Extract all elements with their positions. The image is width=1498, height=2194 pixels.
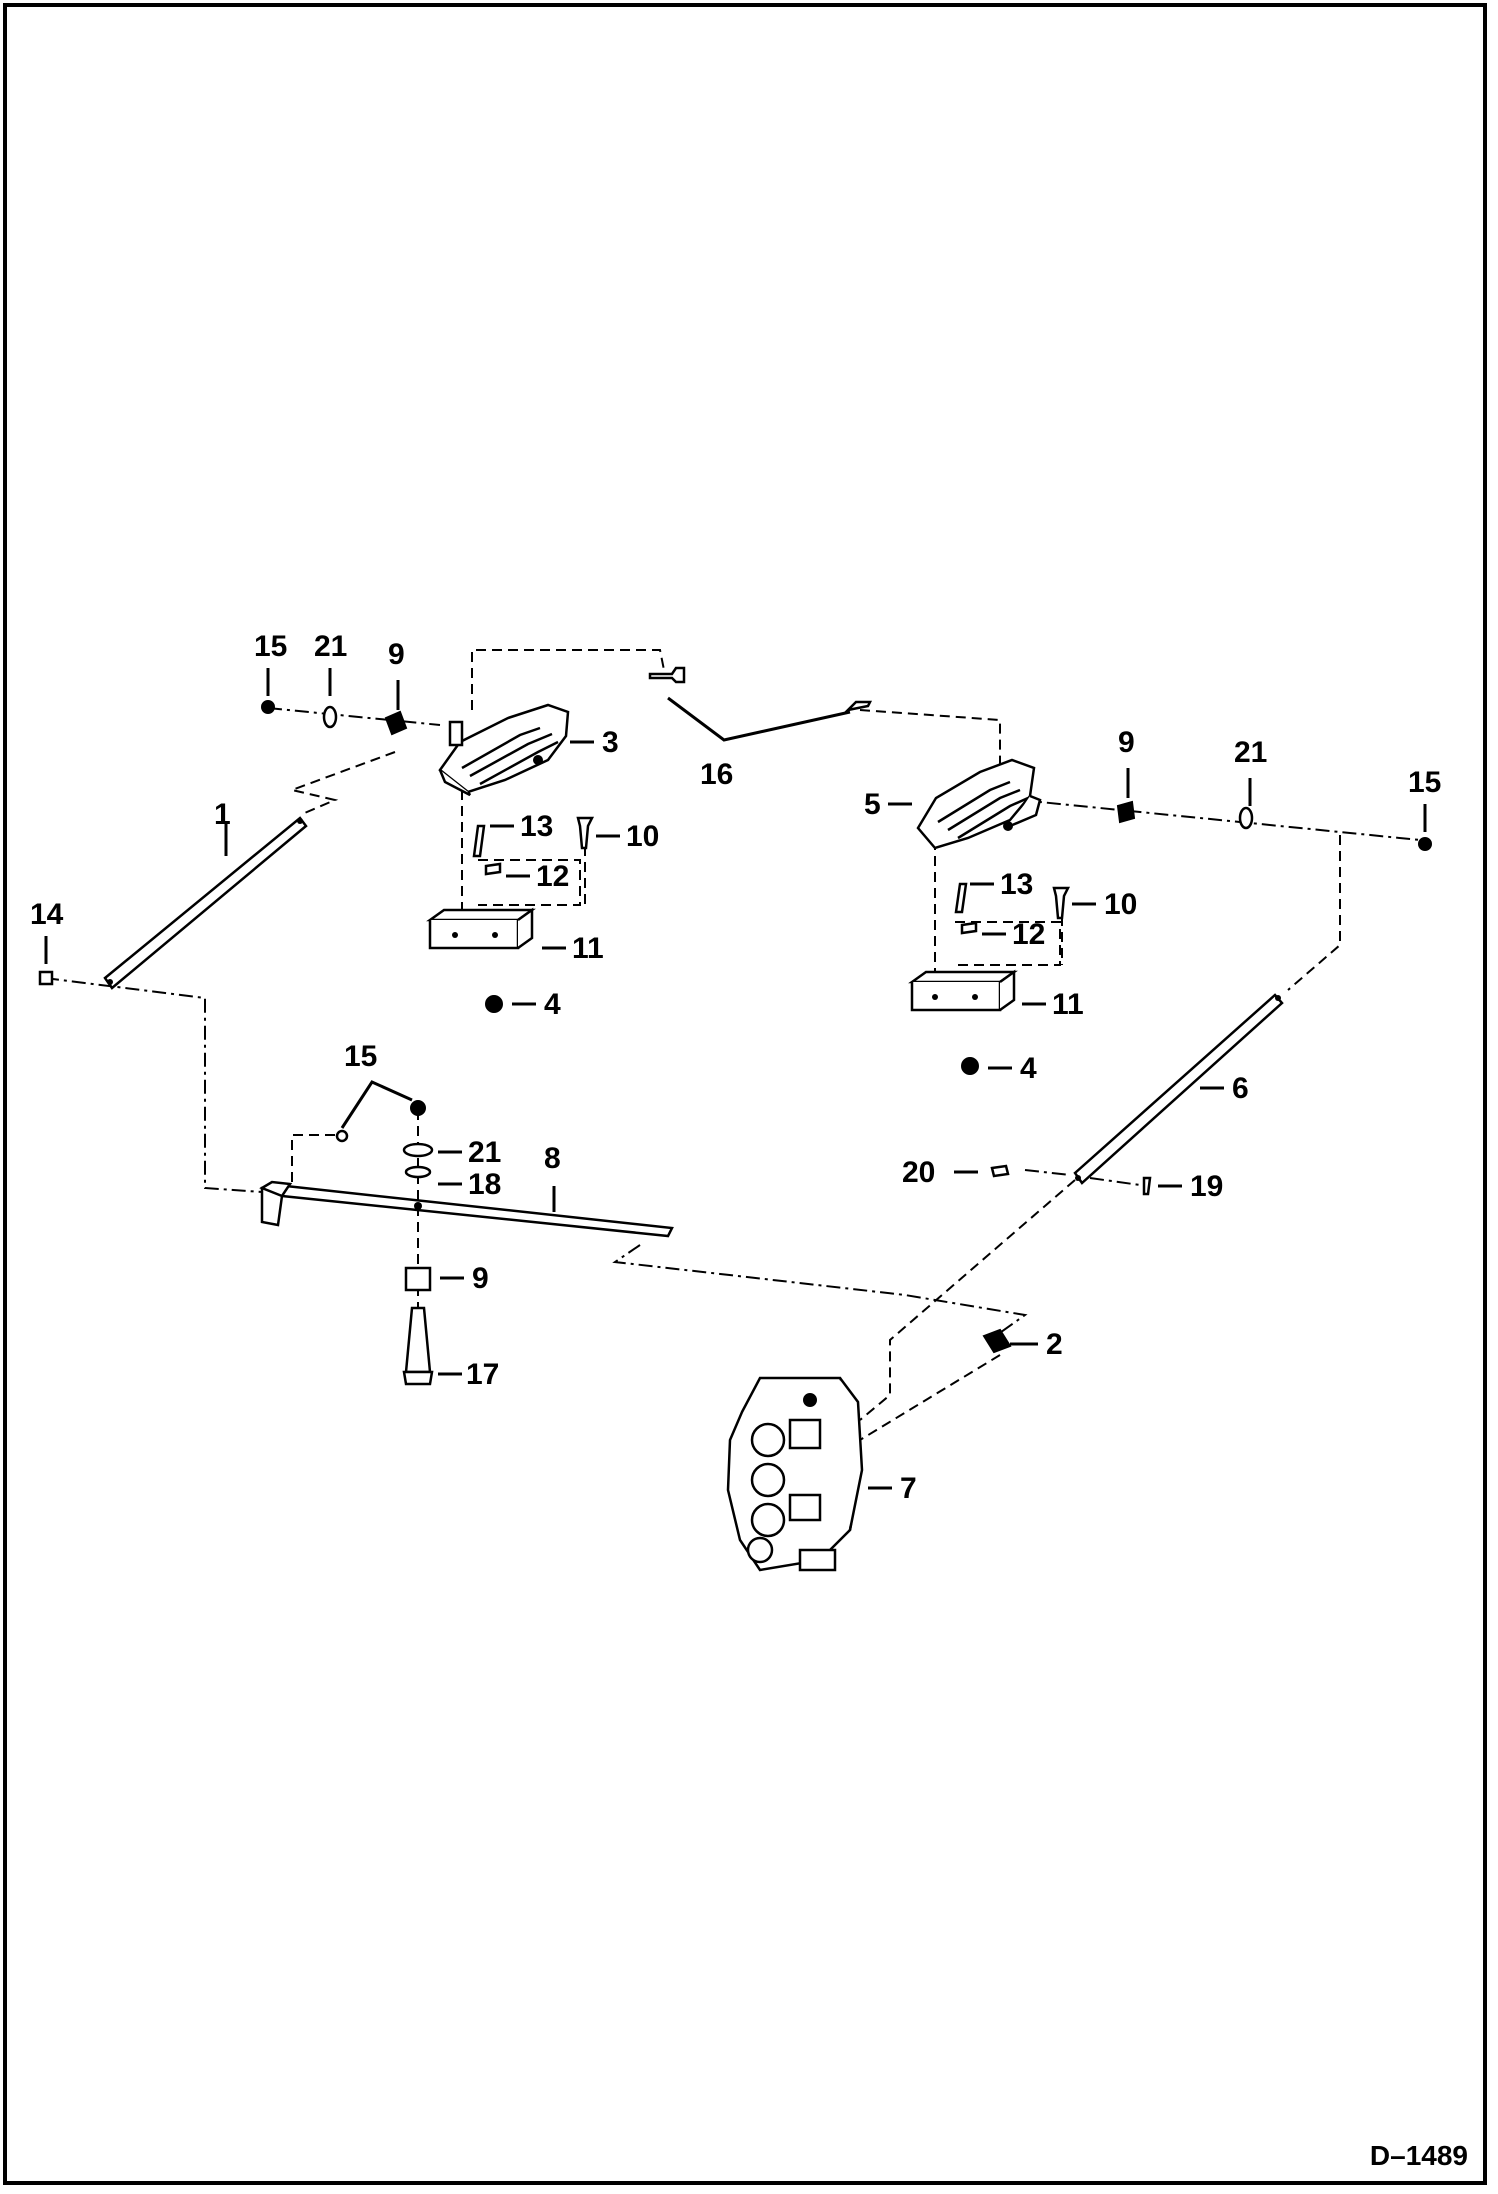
leader-lines: [44, 668, 1427, 1490]
callout-10-left: 10: [626, 820, 659, 853]
callout-9-left: 9: [388, 638, 405, 671]
bolt-10-right: [1052, 886, 1071, 920]
callout-13-left: 13: [520, 810, 553, 843]
bushing-9-right: [1116, 800, 1136, 824]
callout-4-left: 4: [544, 988, 561, 1021]
nut-4-right: [961, 1057, 979, 1075]
callout-21-right: 21: [1234, 736, 1267, 769]
callout-5: 5: [864, 788, 881, 821]
nut-15-left: [261, 700, 275, 714]
callout-7: 7: [900, 1472, 917, 1505]
callout-2: 2: [1046, 1328, 1063, 1361]
callout-12-left: 12: [536, 860, 569, 893]
callout-19: 19: [1190, 1170, 1223, 1203]
callout-1: 1: [214, 798, 231, 831]
pin-13-right: [954, 882, 968, 914]
washer-21-right: [1238, 806, 1254, 830]
callout-12-right: 12: [1012, 918, 1045, 951]
callout-numbers: 1 2 3 4 4 5 6 7 8 9 9 9 10 10 11 11 12 1…: [30, 630, 1441, 1505]
callout-15-right: 15: [1408, 766, 1441, 799]
callout-13-right: 13: [1000, 868, 1033, 901]
drawing-number: D–1489: [1369, 2140, 1468, 2171]
callout-4-right: 4: [1020, 1052, 1037, 1085]
screw-12-right: [960, 921, 978, 935]
nut-15-lever-side: [335, 1129, 349, 1143]
parts: [38, 666, 1432, 1572]
callout-15-lever: 15: [344, 1040, 377, 1073]
bolt-16-left: [648, 666, 686, 684]
callout-18: 18: [468, 1168, 501, 1201]
callout-10-right: 10: [1104, 888, 1137, 921]
callout-17: 17: [466, 1358, 499, 1391]
callout-15-left: 15: [254, 630, 287, 663]
bushing-9-left: [384, 710, 408, 736]
pin-19: [1142, 1176, 1152, 1196]
callout-11-right: 11: [1052, 988, 1084, 1021]
callout-16: 16: [700, 758, 733, 791]
pedal-bracket-left: [426, 907, 536, 950]
control-link-right: [1073, 993, 1284, 1185]
callout-8: 8: [544, 1142, 561, 1175]
foot-pedal-left: [438, 703, 570, 797]
callout-9-right: 9: [1118, 726, 1135, 759]
callout-11-left: 11: [572, 932, 604, 965]
bolt-17: [404, 1306, 432, 1374]
callout-3: 3: [602, 726, 619, 759]
bolt-10-left: [576, 816, 595, 850]
callout-6: 6: [1232, 1072, 1249, 1105]
callout-21-left: 21: [314, 630, 347, 663]
washer-18: [404, 1165, 432, 1179]
bolt-20: [990, 1164, 1010, 1178]
control-valve: [726, 1376, 864, 1572]
control-lever: [259, 1180, 674, 1238]
bolt-16-right: [844, 700, 873, 713]
callout-21-lever: 21: [468, 1136, 501, 1169]
fitting-2: [982, 1328, 1012, 1354]
washer-21-left: [322, 705, 338, 729]
callout-9-lever: 9: [472, 1262, 489, 1295]
bolt-14: [38, 970, 54, 986]
nut-15-right: [1418, 837, 1432, 851]
screw-12-left: [484, 862, 502, 876]
nut-15-lever: [410, 1100, 426, 1116]
pedal-bracket-right: [908, 969, 1018, 1012]
callout-14: 14: [30, 898, 64, 931]
drawing-border: [3, 3, 1487, 2185]
callout-20: 20: [902, 1156, 935, 1189]
pin-13-left: [472, 824, 486, 858]
nut-4-left: [485, 995, 503, 1013]
foot-pedal-right: [916, 758, 1042, 850]
control-link-left: [103, 816, 308, 990]
washer-21-lever: [402, 1142, 434, 1158]
bushing-9-lever: [404, 1266, 432, 1292]
